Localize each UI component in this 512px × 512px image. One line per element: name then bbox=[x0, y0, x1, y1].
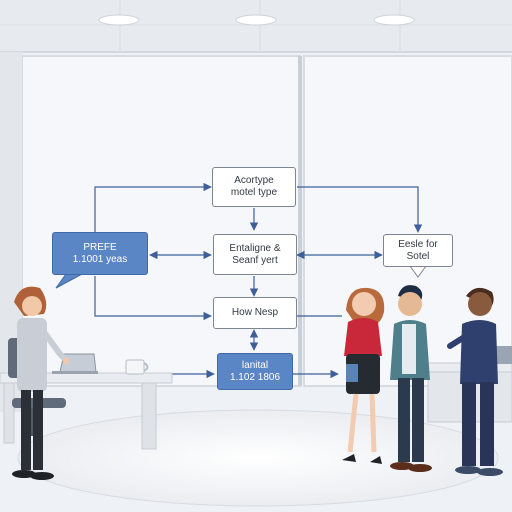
wall-pillar bbox=[0, 52, 22, 412]
node-acortype: Acortype motel type bbox=[212, 167, 296, 207]
connector bbox=[94, 276, 212, 321]
node-line: Entaligne & bbox=[229, 242, 281, 254]
node-line: lanital bbox=[241, 359, 269, 371]
node-prefe: PREFE 1.1001 yeas bbox=[52, 232, 148, 275]
node-line: 1.102 1806 bbox=[229, 371, 281, 383]
node-eesle: Eesle for Sotel bbox=[383, 234, 453, 267]
ceiling-light-icon bbox=[235, 14, 277, 26]
woman-red-top-figure bbox=[342, 287, 385, 464]
node-line: 1.1001 yeas bbox=[72, 253, 128, 265]
presenter-woman-figure bbox=[12, 286, 69, 480]
left-desk bbox=[0, 372, 173, 450]
connector bbox=[297, 186, 423, 233]
floor-spot bbox=[17, 409, 499, 507]
ceiling bbox=[0, 0, 512, 52]
node-line: Sotel bbox=[406, 250, 430, 262]
node-how-nesp: How Nesp bbox=[213, 297, 297, 329]
laptop-icon bbox=[52, 353, 98, 374]
node-line: PREFE bbox=[83, 241, 117, 253]
ceiling-light-icon bbox=[373, 14, 415, 26]
ceiling-light-icon bbox=[98, 14, 140, 26]
node-entaligne: Entaligne & Seanf yert bbox=[213, 234, 297, 275]
man-navy-outfit-figure bbox=[447, 287, 503, 476]
connector bbox=[94, 182, 212, 232]
node-line: Seanf yert bbox=[232, 254, 278, 266]
node-line: motel type bbox=[230, 187, 278, 198]
connectors bbox=[94, 182, 423, 379]
node-lanital: lanital 1.102 1806 bbox=[217, 353, 293, 390]
node-line: Acortype bbox=[234, 175, 274, 186]
window-panel bbox=[21, 55, 301, 387]
node-line: How Nesp bbox=[231, 307, 279, 318]
coffee-mug-icon bbox=[125, 359, 149, 375]
man-teal-jacket-figure bbox=[390, 285, 432, 472]
node-line: Eesle for bbox=[398, 238, 438, 250]
